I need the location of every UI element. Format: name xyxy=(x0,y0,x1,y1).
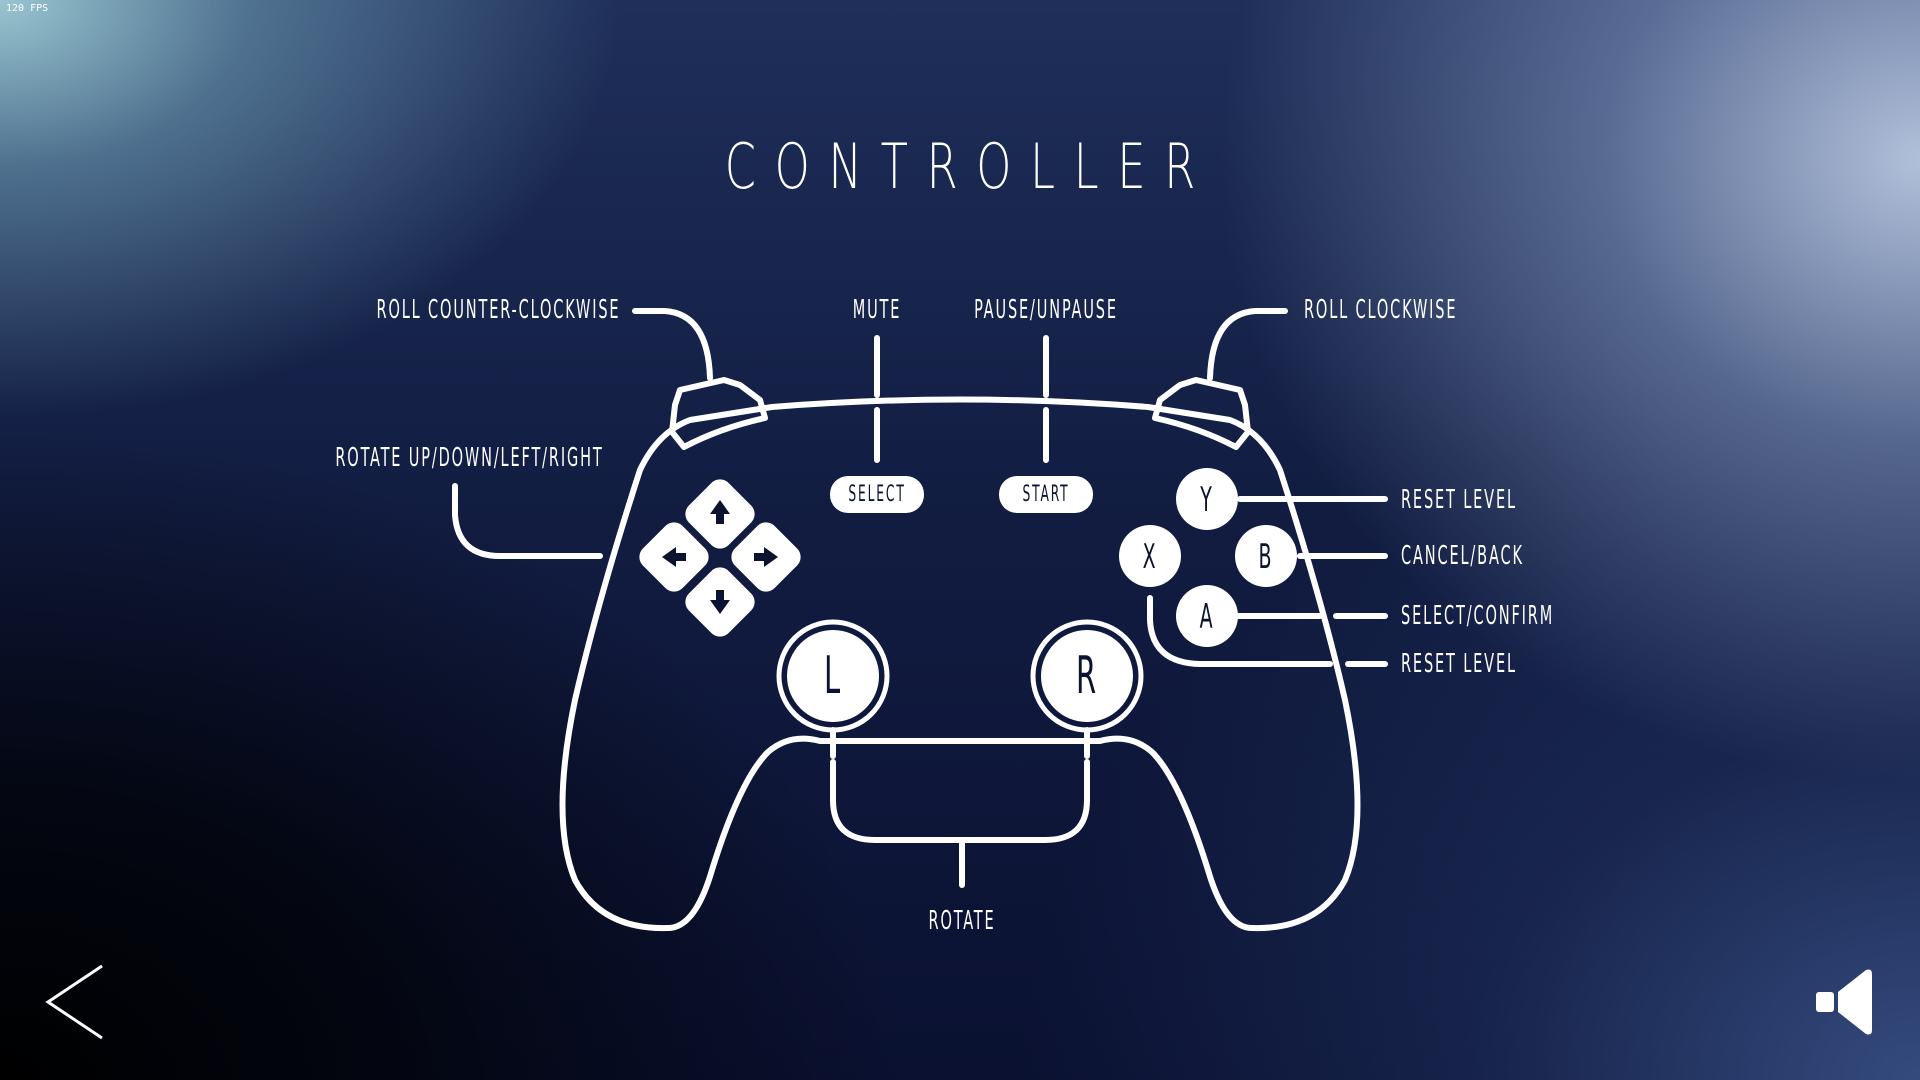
x-button[interactable]: X xyxy=(1131,538,1168,576)
speaker-icon xyxy=(1810,966,1876,1038)
sound-toggle-button[interactable] xyxy=(1810,966,1876,1038)
y-button[interactable]: Y xyxy=(1188,481,1225,519)
right-stick[interactable]: R xyxy=(1062,648,1112,704)
select-button[interactable]: SELECT xyxy=(848,480,906,510)
label-cancel-back: CANCEL/BACK xyxy=(1401,541,1524,571)
label-pause: PAUSE/UNPAUSE xyxy=(969,295,1124,325)
label-roll-ccw: ROLL COUNTER-CLOCKWISE xyxy=(376,295,620,325)
label-mute: MUTE xyxy=(815,295,939,325)
label-reset-level-y: RESET LEVEL xyxy=(1401,485,1517,515)
chevron-left-icon xyxy=(40,960,110,1044)
dpad xyxy=(634,474,805,641)
a-button[interactable]: A xyxy=(1188,598,1225,636)
left-stick[interactable]: L xyxy=(808,648,858,704)
label-rotate-sticks: ROTATE xyxy=(900,906,1024,936)
b-button[interactable]: B xyxy=(1247,538,1284,576)
label-rotate-dpad: ROTATE UP/DOWN/LEFT/RIGHT xyxy=(336,443,604,473)
label-select-confirm: SELECT/CONFIRM xyxy=(1401,601,1554,631)
back-button[interactable] xyxy=(40,960,110,1044)
label-roll-cw: ROLL CLOCKWISE xyxy=(1304,295,1457,325)
start-button[interactable]: START xyxy=(1017,480,1075,510)
label-reset-level-x: RESET LEVEL xyxy=(1401,649,1517,679)
